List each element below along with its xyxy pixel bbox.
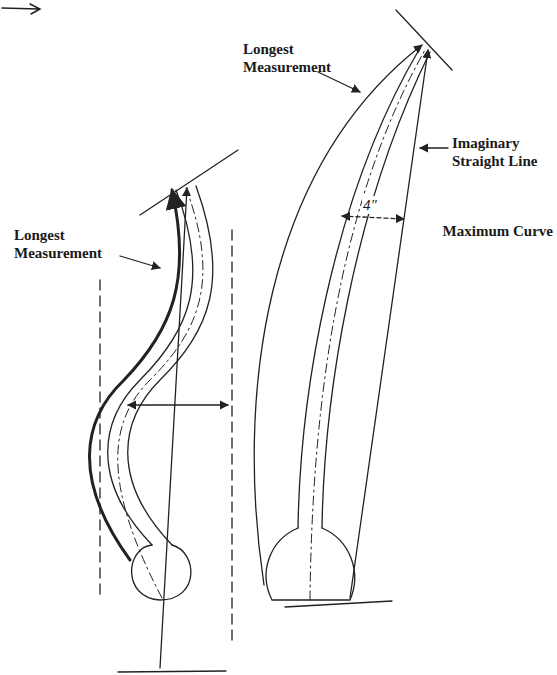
callout-label: Imaginary Straight Line — [452, 134, 552, 170]
dimension-label: 4" — [362, 196, 378, 214]
callout-label: Maximum Curve — [443, 222, 553, 240]
callout-label: Longest Measurement — [243, 40, 343, 76]
callout-label: Longest Measurement — [14, 226, 118, 262]
